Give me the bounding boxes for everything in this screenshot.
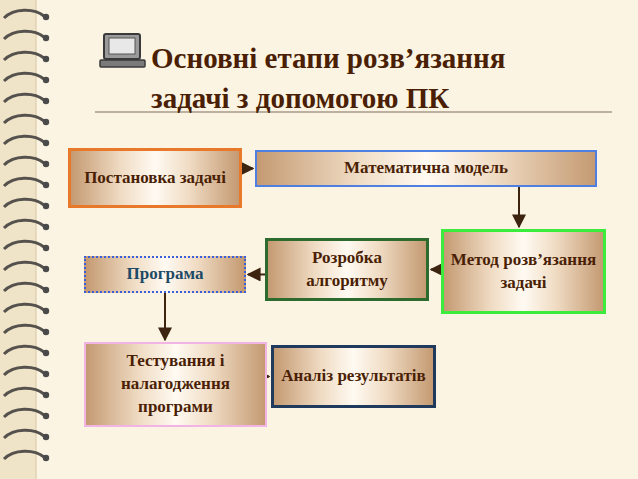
punch-hole [43, 434, 49, 440]
spiral-ring [4, 178, 44, 186]
keyboard [100, 60, 145, 67]
spiral-ring [4, 73, 44, 81]
punch-hole [43, 140, 49, 146]
box-label: Математична модель [338, 155, 514, 182]
spiral-ring [4, 325, 44, 333]
punch-hole [43, 287, 49, 293]
process-box: Постановка задачі [68, 148, 242, 208]
spiral-ring [4, 220, 44, 228]
punch-hole [43, 413, 49, 419]
spiral-ring [4, 136, 44, 144]
spiral-ring [4, 409, 44, 417]
spiral-ring [4, 157, 44, 165]
process-box: Математична модель [255, 150, 597, 187]
binding-strip [0, 0, 36, 479]
punch-hole [43, 329, 49, 335]
punch-hole [43, 182, 49, 188]
spiral-ring [4, 199, 44, 207]
monitor [104, 34, 140, 59]
punch-hole [43, 392, 49, 398]
punch-hole [43, 371, 49, 377]
process-box: Аналіз результатів [271, 345, 436, 408]
punch-hole [43, 350, 49, 356]
process-box: Метод розв’язання задачі [441, 229, 606, 314]
box-label: Програма [121, 261, 210, 288]
title: Основні етапи розв’язання задачі з допом… [151, 38, 591, 118]
flow-arrow [431, 269, 441, 271]
spiral-ring [4, 430, 44, 438]
spiral-ring [4, 52, 44, 60]
punch-hole [43, 98, 49, 104]
box-label: Постановка задачі [78, 165, 232, 192]
punch-hole [43, 203, 49, 209]
spiral-ring [4, 346, 44, 354]
punch-hole [43, 266, 49, 272]
box-label: Розробка алгоритму [268, 245, 426, 295]
punch-hole [43, 35, 49, 41]
binding-edge [36, 0, 37, 479]
screen [109, 38, 135, 54]
punch-hole [43, 308, 49, 314]
spiral-rings [4, 10, 49, 461]
flow-arrow [518, 187, 520, 227]
punch-hole [43, 119, 49, 125]
spiral-ring [4, 31, 44, 39]
spiral-ring [4, 94, 44, 102]
punch-hole [43, 56, 49, 62]
punch-hole [43, 245, 49, 251]
flow-arrow [248, 273, 265, 275]
computer-icon [100, 34, 145, 67]
punch-hole [43, 224, 49, 230]
spiral-ring [4, 388, 44, 396]
box-label: Аналіз результатів [275, 363, 431, 390]
spiral-ring [4, 115, 44, 123]
spiral-ring [4, 304, 44, 312]
punch-hole [43, 14, 49, 20]
flow-arrow [164, 293, 166, 340]
process-box: Розробка алгоритму [265, 238, 429, 301]
flow-arrow [267, 376, 269, 378]
spiral-ring [4, 262, 44, 270]
punch-hole [43, 77, 49, 83]
spiral-ring [4, 367, 44, 375]
spiral-ring [4, 10, 44, 18]
punch-hole [43, 161, 49, 167]
process-box: Програма [84, 256, 246, 293]
flow-arrow [242, 167, 253, 169]
box-label: Метод розв’язання задачі [444, 247, 603, 297]
punch-hole [43, 455, 49, 461]
box-label: Тестування і налагодження програми [86, 348, 265, 421]
spiral-ring [4, 451, 44, 459]
spiral-ring [4, 241, 44, 249]
process-box: Тестування і налагодження програми [84, 342, 267, 427]
spiral-ring [4, 283, 44, 291]
